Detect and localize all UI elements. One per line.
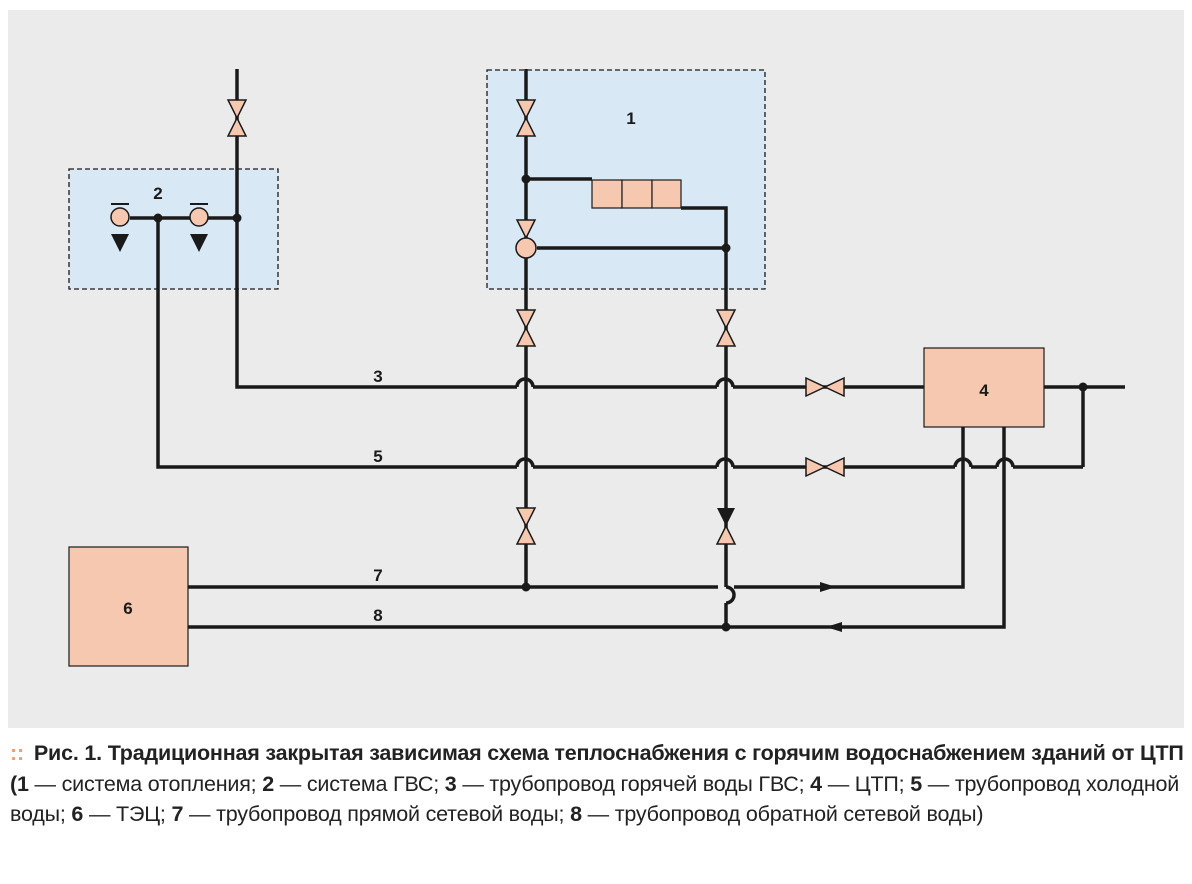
caption-text-2: — система ГВС; — [274, 771, 445, 796]
caption-text-8: — трубопровод обратной сетевой воды) — [581, 802, 984, 827]
caption-text-4: — ЦТП; — [821, 771, 911, 796]
label-hot-water-pipe: 3 — [373, 367, 382, 386]
check-valve-lower-right — [715, 508, 737, 545]
valve-lower-left — [515, 507, 537, 545]
label-supply-pipe: 7 — [373, 566, 382, 585]
supply-network-pipe — [188, 427, 965, 589]
valve-hot-water-line — [805, 376, 845, 398]
return-flow-arrow — [826, 622, 842, 632]
caption-text-1: — система отопления; — [28, 771, 263, 796]
caption-title: Традиционная закрытая зависимая схема те… — [10, 741, 1184, 796]
caption-fig-label: Рис. 1. — [33, 741, 102, 765]
junction-nodes — [153, 174, 1088, 632]
return-riser-jump — [725, 585, 736, 605]
pipes — [130, 69, 1125, 629]
caption-num-1: 1 — [16, 771, 29, 796]
valve-hot-riser-left — [515, 309, 537, 347]
valve-top-left — [226, 99, 248, 137]
caption-num-2: 2 — [262, 771, 274, 796]
dhw-tap-1 — [110, 203, 130, 252]
dhw-system-zone — [68, 168, 279, 290]
label-return-pipe: 8 — [373, 606, 382, 625]
radiator-connections — [526, 177, 728, 248]
caption-text-3: — трубопровод горячей воды ГВС; — [456, 771, 811, 796]
caption-num-7: 7 — [171, 802, 184, 827]
valve-heating-inlet — [515, 99, 537, 137]
dhw-tap-2 — [189, 203, 209, 252]
ctp-box — [923, 347, 1045, 428]
valve-heating-mix — [515, 219, 537, 259]
label-dhw-system: 2 — [153, 184, 162, 203]
valve-hot-riser-right — [715, 309, 737, 347]
return-network-pipe — [188, 427, 1006, 629]
caption-num-3: 3 — [444, 771, 457, 796]
caption-text-7: — трубопровод прямой сетевой воды; — [183, 802, 571, 827]
caption-num-6: 6 — [71, 802, 84, 827]
chp-box — [68, 546, 189, 667]
label-ctp: 4 — [979, 381, 989, 400]
label-heating-system: 1 — [626, 109, 635, 128]
caption-num-5: 5 — [910, 771, 922, 796]
caption-text-5: — трубопровод холодной воды; — [10, 771, 1180, 827]
supply-flow-arrow — [820, 582, 836, 592]
valve-cold-water-line — [805, 456, 845, 478]
caption-num-8: 8 — [570, 802, 582, 827]
label-chp: 6 — [123, 599, 132, 618]
label-cold-water-pipe: 5 — [373, 447, 382, 466]
caption-text-6: — ТЭЦ; — [83, 802, 172, 827]
caption-marker: :: — [10, 741, 24, 765]
radiator — [591, 179, 682, 209]
figure-caption: ::Рис. 1. Традиционная закрытая зависима… — [10, 738, 1188, 830]
caption-num-4: 4 — [810, 771, 822, 796]
